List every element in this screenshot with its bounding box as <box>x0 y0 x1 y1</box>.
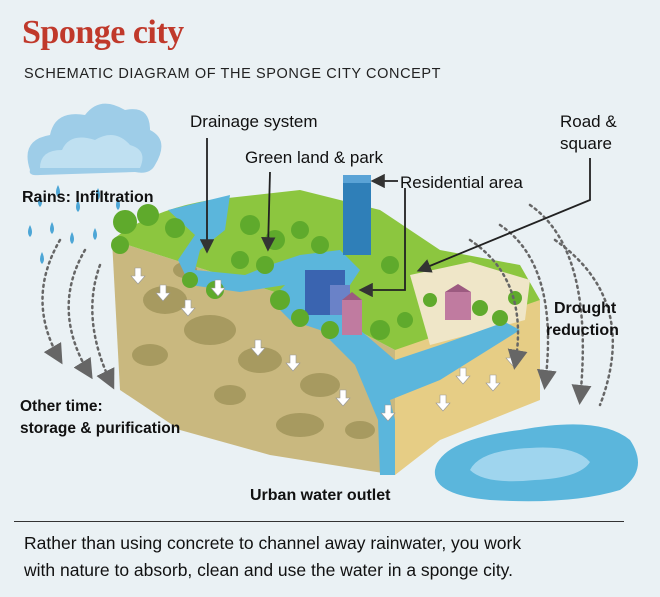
label-road-square-2: square <box>560 134 612 153</box>
rain-drops-icon <box>28 185 120 264</box>
page-title: Sponge city <box>22 14 184 51</box>
cloud-icon <box>27 103 162 176</box>
lake <box>434 424 638 502</box>
residential-buildings <box>305 175 471 335</box>
label-pointers <box>199 138 591 298</box>
label-drainage-system: Drainage system <box>190 112 318 131</box>
label-drought-2: reduction <box>546 322 619 339</box>
infiltration-arrows <box>130 267 521 422</box>
caption: Rather than using concrete to channel aw… <box>24 530 634 584</box>
label-other-time-2: storage & purification <box>20 420 181 437</box>
circulation-arrows <box>41 203 615 407</box>
caption-line-2: with nature to absorb, clean and use the… <box>24 560 514 580</box>
label-drought-1: Drought <box>554 300 617 317</box>
label-residential-area: Residential area <box>400 173 523 192</box>
divider <box>14 521 624 522</box>
caption-line-1: Rather than using concrete to channel aw… <box>24 533 522 553</box>
label-other-time-1: Other time: <box>20 398 103 415</box>
label-urban-water-outlet: Urban water outlet <box>250 487 391 504</box>
page-subtitle: SCHEMATIC DIAGRAM OF THE SPONGE CITY CON… <box>24 66 442 82</box>
label-green-land-park: Green land & park <box>245 148 383 167</box>
label-road-square-1: Road & <box>560 112 617 131</box>
label-rains-infiltration: Rains: Infiltration <box>22 189 154 206</box>
